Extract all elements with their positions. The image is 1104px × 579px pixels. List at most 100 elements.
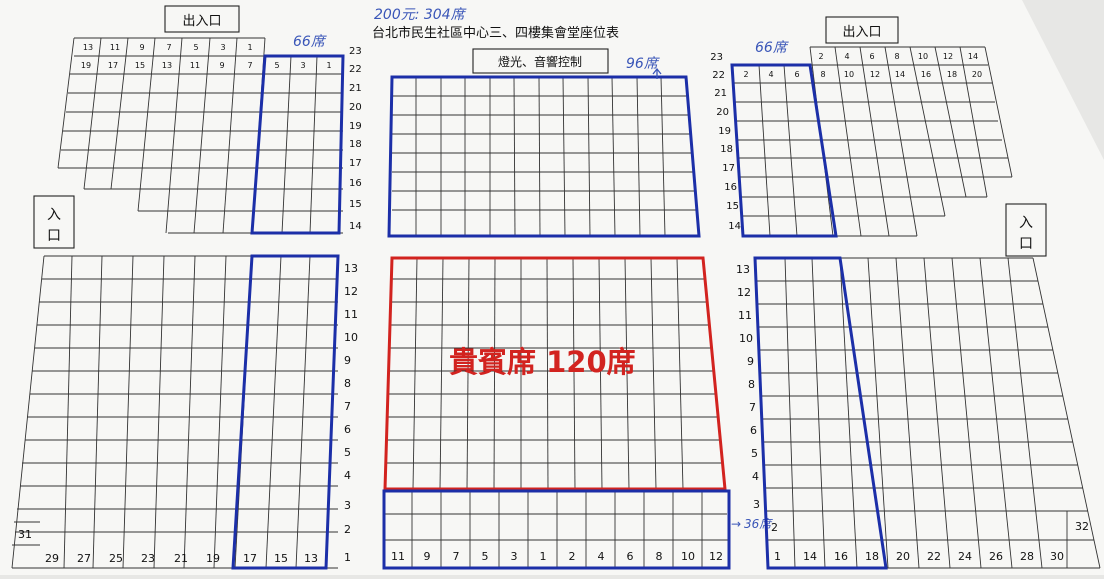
lr-row-label-12: 12 bbox=[737, 286, 751, 299]
ll-row-label-2: 2 bbox=[344, 523, 351, 536]
lr-seat-1-9: 30 bbox=[1050, 550, 1064, 563]
ur-seat-22-3: 6 bbox=[794, 70, 799, 79]
vip-label: 貴賓席 120席 bbox=[449, 345, 636, 379]
cf-seat-1-3: 7 bbox=[453, 550, 460, 563]
lr-row-label-10: 10 bbox=[739, 332, 753, 345]
upper-center-section-outline bbox=[387, 75, 701, 238]
ll-row-label-12: 12 bbox=[344, 285, 358, 298]
lr-row-label-7: 7 bbox=[749, 401, 756, 414]
ll-seat-1-1: 29 bbox=[45, 552, 59, 565]
lr-seat-1-7: 26 bbox=[989, 550, 1003, 563]
entrance-left-char-2: 口 bbox=[47, 228, 61, 244]
upper-left-section-outline bbox=[250, 54, 345, 235]
ur-seat-23-7: 14 bbox=[968, 52, 978, 61]
ur-row-label-19: 19 bbox=[718, 126, 731, 137]
upper-center-grid bbox=[392, 76, 697, 237]
ul-seat-23-1: 13 bbox=[83, 43, 93, 52]
lr-seat-1-6: 24 bbox=[958, 550, 972, 563]
ul-seat-23-2: 11 bbox=[110, 43, 120, 52]
page-title: 台北市民生社區中心三、四樓集會堂座位表 bbox=[372, 25, 619, 41]
ll-seat-1-9: 13 bbox=[304, 552, 318, 565]
ll-row-label-3: 3 bbox=[344, 499, 351, 512]
ul-row-label-15: 15 bbox=[349, 199, 362, 210]
ur-seat-22-4: 8 bbox=[820, 70, 825, 79]
ul-row-label-21: 21 bbox=[349, 83, 362, 94]
vip-section-outline bbox=[383, 256, 727, 491]
cf-seat-1-1: 11 bbox=[391, 550, 405, 563]
ll-row-label-6: 6 bbox=[344, 423, 351, 436]
ur-row-label-16: 16 bbox=[724, 182, 737, 193]
ul-row-label-22: 22 bbox=[349, 64, 362, 75]
exit-label-right: 出入口 bbox=[842, 25, 881, 40]
control-label: 燈光、音響控制 bbox=[498, 54, 582, 69]
ul-row-label-20: 20 bbox=[349, 102, 362, 113]
ul-row-label-19: 19 bbox=[349, 121, 362, 132]
cf-seat-1-4: 5 bbox=[482, 550, 489, 563]
ur-row-label-17: 17 bbox=[722, 163, 735, 174]
entrance-right-char-2: 口 bbox=[1019, 236, 1033, 252]
cf-seat-1-9: 6 bbox=[627, 550, 634, 563]
ll-row-label-11: 11 bbox=[344, 308, 358, 321]
ul-seat-23-3: 9 bbox=[139, 43, 144, 52]
ur-row-label-18: 18 bbox=[720, 144, 733, 155]
ur-row-label-21: 21 bbox=[714, 88, 727, 99]
ur-seat-23-1: 2 bbox=[818, 52, 823, 61]
lr-row-label-6: 6 bbox=[750, 424, 757, 437]
control-box bbox=[472, 48, 609, 74]
vip-grid bbox=[385, 257, 722, 490]
ur-seat-22-5: 10 bbox=[844, 70, 854, 79]
ul-seat-22-6: 9 bbox=[219, 61, 224, 70]
center-front-arrow-icon: → bbox=[731, 517, 741, 531]
ul-seat-22-9: 3 bbox=[300, 61, 305, 70]
ur-row-label-22: 22 bbox=[712, 70, 725, 81]
ll-row-label-8: 8 bbox=[344, 377, 351, 390]
ll-seat-1-6: 19 bbox=[206, 552, 220, 565]
lr-seat-1-1: 14 bbox=[803, 550, 817, 563]
lr-row-label-8: 8 bbox=[748, 378, 755, 391]
cf-seat-1-7: 2 bbox=[569, 550, 576, 563]
cf-seat-1-8: 4 bbox=[598, 550, 605, 563]
entrance-box-left bbox=[33, 195, 75, 249]
lr-seat-1-5: 22 bbox=[927, 550, 941, 563]
ll-row-label-5: 5 bbox=[344, 446, 351, 459]
ll-row-label-4: 4 bbox=[344, 469, 351, 482]
lr-row-label-9: 9 bbox=[747, 355, 754, 368]
lr-seat-1-8: 28 bbox=[1020, 550, 1034, 563]
cf-seat-1-10: 8 bbox=[656, 550, 663, 563]
ur-seat-23-3: 6 bbox=[869, 52, 874, 61]
ur-seat-22-8: 16 bbox=[921, 70, 931, 79]
cf-seat-1-11: 10 bbox=[681, 550, 695, 563]
ur-seat-23-2: 4 bbox=[844, 52, 849, 61]
ll-row-label-10: 10 bbox=[344, 331, 358, 344]
ur-row-label-14: 14 bbox=[728, 221, 741, 232]
ul-seat-23-6: 3 bbox=[220, 43, 225, 52]
ul-row-label-16: 16 bbox=[349, 178, 362, 189]
ul-seat-22-1: 19 bbox=[81, 61, 91, 70]
center-front-grid bbox=[384, 491, 728, 568]
ul-seat-22-3: 15 bbox=[135, 61, 145, 70]
lr-row-label-1: 1 bbox=[774, 550, 781, 563]
ll-seat-1-2: 27 bbox=[77, 552, 91, 565]
ur-row-label-23: 23 bbox=[710, 52, 723, 63]
upper-center-seat-count: 96席 bbox=[626, 56, 660, 72]
lr-row-label-11: 11 bbox=[738, 309, 752, 322]
center-front-seat-count: 36席 bbox=[744, 517, 773, 531]
lr-seat-1-4: 20 bbox=[896, 550, 910, 563]
ur-seat-23-5: 10 bbox=[918, 52, 928, 61]
exit-label-left: 出入口 bbox=[182, 14, 221, 29]
lr-seat-1-3: 18 bbox=[865, 550, 879, 563]
exit-box-left bbox=[164, 5, 240, 33]
ul-seat-22-7: 7 bbox=[247, 61, 252, 70]
ur-seat-22-1: 2 bbox=[743, 70, 748, 79]
ul-seat-22-5: 11 bbox=[190, 61, 200, 70]
upper-center-arrowhead-icon bbox=[652, 67, 662, 75]
entrance-left-char-1: 入 bbox=[47, 207, 61, 223]
cf-seat-1-5: 3 bbox=[511, 550, 518, 563]
ur-seat-22-7: 14 bbox=[895, 70, 905, 79]
cf-seat-1-6: 1 bbox=[540, 550, 547, 563]
ll-row-label-7: 7 bbox=[344, 400, 351, 413]
lr-row-label-5: 5 bbox=[751, 447, 758, 460]
center-front-section-outline bbox=[382, 489, 731, 570]
ur-seat-22-10: 20 bbox=[972, 70, 982, 79]
